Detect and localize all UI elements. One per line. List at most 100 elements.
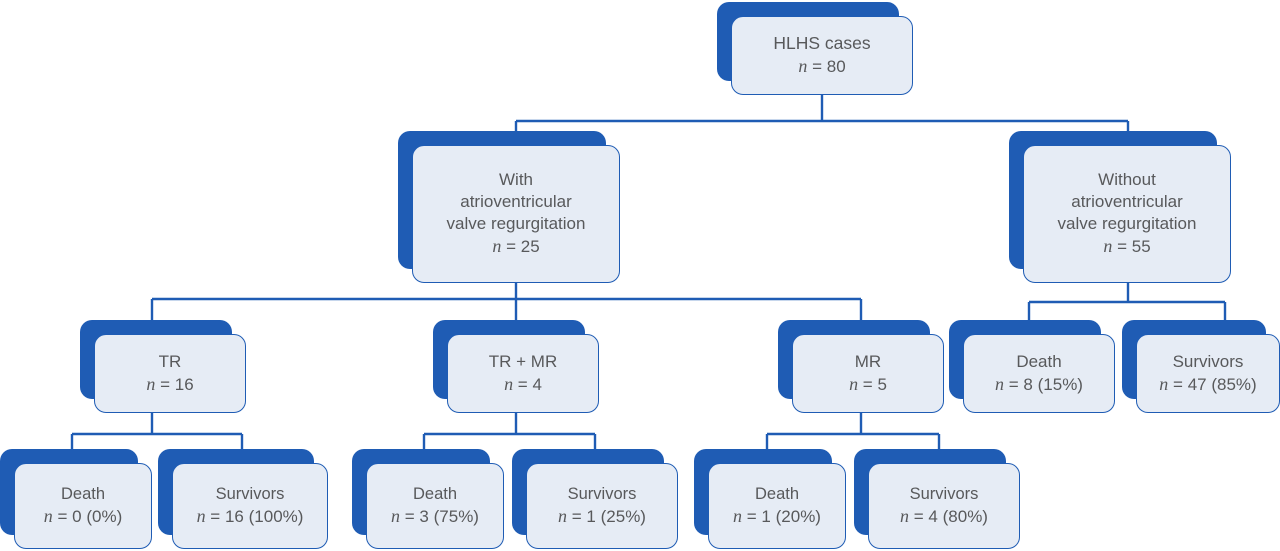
equals-sign: =: [812, 57, 822, 77]
equals-sign: =: [571, 507, 582, 527]
n-symbol: n: [492, 236, 502, 257]
node-value: 1: [586, 507, 596, 527]
node-value: 8: [1023, 374, 1033, 394]
node-stat: n = 1 (25%): [558, 505, 646, 528]
n-symbol: n: [146, 373, 156, 394]
node-label: Death: [412, 484, 458, 503]
equals-sign: =: [1008, 374, 1019, 394]
node-tr[interactable]: TR n = 16: [80, 320, 246, 413]
node-tr-survivors[interactable]: Survivors n = 16 (100%): [158, 449, 328, 549]
equals-sign: =: [404, 507, 415, 527]
node-card: MR n = 5: [792, 334, 944, 413]
equals-sign: =: [862, 374, 873, 394]
node-label: Survivors: [215, 484, 285, 503]
node-tr-death[interactable]: Death n = 0 (0%): [0, 449, 152, 549]
node-value: 16: [224, 507, 244, 527]
node-label: Survivors: [909, 484, 979, 503]
node-stat: n = 1 (20%): [733, 505, 821, 528]
node-value: 0: [72, 507, 82, 527]
node-card: Survivors n = 1 (25%): [526, 463, 678, 549]
node-trmr-survivors[interactable]: Survivors n = 1 (25%): [512, 449, 678, 549]
node-label: Death: [60, 484, 106, 503]
equals-sign: =: [160, 374, 170, 394]
node-label-line3: valve regurgitation: [446, 214, 586, 234]
node-value: 25: [520, 237, 540, 257]
node-card: TR + MR n = 4: [447, 334, 599, 413]
n-symbol: n: [1103, 236, 1113, 257]
node-stat: n = 25: [492, 235, 539, 258]
node-percent: (80%): [942, 507, 988, 527]
node-card: HLHS cases n = 80: [731, 16, 913, 95]
node-label: Survivors: [567, 484, 637, 503]
equals-sign: =: [913, 507, 924, 527]
node-without-avr-survivors[interactable]: Survivors n = 47 (85%): [1122, 320, 1280, 413]
node-tr-mr[interactable]: TR + MR n = 4: [433, 320, 599, 413]
node-label: HLHS cases: [773, 33, 871, 54]
node-percent: (100%): [248, 507, 304, 527]
node-stat: n = 4 (80%): [900, 505, 988, 528]
node-label-line2: atrioventricular: [1071, 192, 1183, 212]
n-symbol: n: [995, 373, 1005, 394]
node-value: 5: [877, 374, 887, 394]
node-stat: n = 0 (0%): [44, 505, 123, 528]
node-with-avr[interactable]: With atrioventricular valve regurgitatio…: [398, 131, 620, 283]
node-card: Death n = 1 (20%): [708, 463, 846, 549]
n-symbol: n: [798, 56, 808, 77]
n-symbol: n: [43, 506, 53, 527]
equals-sign: =: [506, 237, 516, 257]
n-symbol: n: [733, 506, 743, 527]
node-card: Death n = 8 (15%): [963, 334, 1115, 413]
node-percent: (15%): [1037, 374, 1083, 394]
node-value: 3: [419, 507, 429, 527]
node-label: TR + MR: [488, 351, 558, 371]
n-symbol: n: [1159, 373, 1169, 394]
n-symbol: n: [391, 506, 401, 527]
node-mr-death[interactable]: Death n = 1 (20%): [694, 449, 846, 549]
node-value: 4: [532, 374, 542, 394]
node-percent: (85%): [1211, 374, 1257, 394]
node-without-avr[interactable]: Without atrioventricular valve regurgita…: [1009, 131, 1231, 283]
node-stat: n = 55: [1103, 235, 1150, 258]
node-without-avr-death[interactable]: Death n = 8 (15%): [949, 320, 1115, 413]
node-mr-survivors[interactable]: Survivors n = 4 (80%): [854, 449, 1020, 549]
node-percent: (20%): [775, 507, 821, 527]
node-label: TR: [158, 351, 182, 371]
equals-sign: =: [210, 507, 221, 527]
n-symbol: n: [849, 373, 859, 394]
equals-sign: =: [1173, 374, 1183, 394]
n-symbol: n: [558, 506, 568, 527]
node-label: MR: [854, 351, 882, 371]
node-mr[interactable]: MR n = 5: [778, 320, 944, 413]
node-percent: (0%): [86, 507, 123, 527]
node-card: Without atrioventricular valve regurgita…: [1023, 145, 1231, 283]
node-label-line1: Without: [1098, 170, 1156, 190]
node-hlhs-cases[interactable]: HLHS cases n = 80: [717, 2, 913, 95]
node-stat: n = 5: [849, 373, 887, 396]
node-stat: n = 16: [146, 373, 193, 396]
node-card: Death n = 0 (0%): [14, 463, 152, 549]
node-value: 80: [826, 57, 846, 77]
node-value: 16: [174, 374, 194, 394]
node-stat: n = 47 (85%): [1159, 373, 1256, 396]
equals-sign: =: [517, 374, 528, 394]
node-value: 4: [928, 507, 938, 527]
node-label-line3: valve regurgitation: [1057, 214, 1197, 234]
node-card: TR n = 16: [94, 334, 246, 413]
node-card: Survivors n = 4 (80%): [868, 463, 1020, 549]
node-card: With atrioventricular valve regurgitatio…: [412, 145, 620, 283]
n-symbol: n: [900, 506, 910, 527]
n-symbol: n: [196, 506, 206, 527]
equals-sign: =: [1117, 237, 1127, 257]
node-card: Survivors n = 47 (85%): [1136, 334, 1280, 413]
node-stat: n = 8 (15%): [995, 373, 1083, 396]
node-label: Death: [754, 484, 800, 503]
node-stat: n = 16 (100%): [197, 505, 304, 528]
node-label-line1: With: [499, 170, 533, 190]
node-trmr-death[interactable]: Death n = 3 (75%): [352, 449, 504, 549]
node-percent: (75%): [433, 507, 479, 527]
node-stat: n = 80: [798, 55, 845, 78]
node-label-line2: atrioventricular: [460, 192, 572, 212]
node-value: 1: [761, 507, 771, 527]
